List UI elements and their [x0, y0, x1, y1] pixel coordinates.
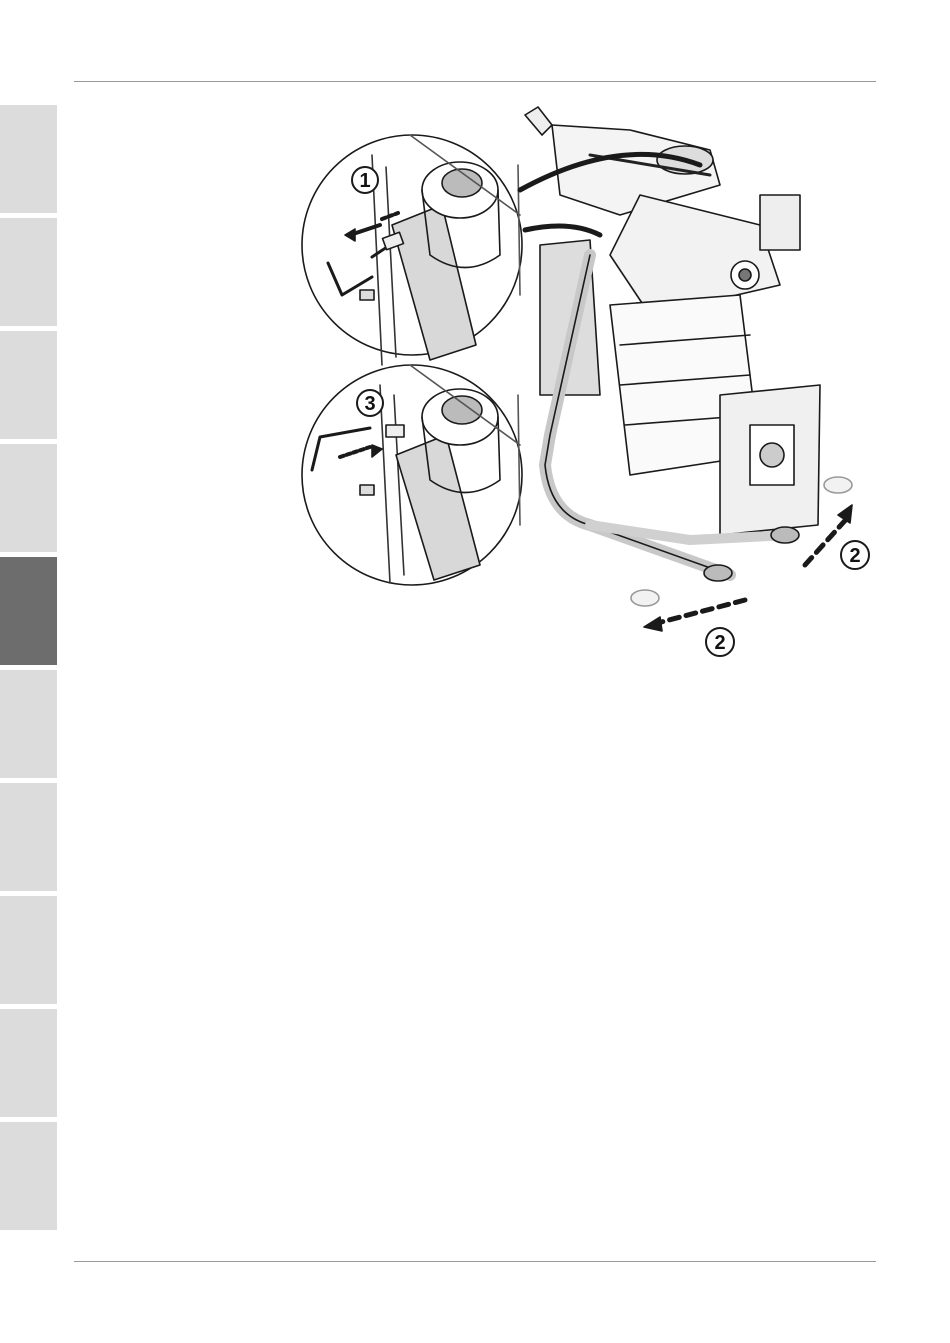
- chapter-tab-2[interactable]: [0, 218, 57, 326]
- detail-circle-step1: [302, 135, 522, 365]
- chapter-tab-4[interactable]: [0, 444, 57, 552]
- svg-text:2: 2: [849, 545, 860, 567]
- chapter-tab-8[interactable]: [0, 896, 57, 1004]
- callout-step2-right: 2: [841, 541, 869, 569]
- chapter-tab-1[interactable]: [0, 105, 57, 213]
- callout-step3: 3: [357, 390, 383, 416]
- footer-rule: [74, 1261, 876, 1262]
- chapter-tab-3[interactable]: [0, 331, 57, 439]
- assembly-drawing: 1 3 2 2: [290, 95, 890, 670]
- svg-text:1: 1: [359, 170, 370, 192]
- detail-circle-step3: [302, 365, 522, 585]
- svg-text:2: 2: [714, 632, 725, 654]
- callout-step1: 1: [352, 167, 378, 193]
- chapter-tab-6[interactable]: [0, 670, 57, 778]
- machine-body: [525, 107, 852, 606]
- header-rule: [74, 81, 876, 82]
- svg-text:3: 3: [364, 393, 375, 415]
- chapter-tab-10[interactable]: [0, 1122, 57, 1230]
- callout-step2-bottom: 2: [706, 628, 734, 656]
- chapter-tab-9[interactable]: [0, 1009, 57, 1117]
- assembly-illustration: 1 3 2 2: [290, 95, 890, 670]
- chapter-tab-7[interactable]: [0, 783, 57, 891]
- chapter-tab-5-active[interactable]: [0, 557, 57, 665]
- chapter-tabs: [0, 105, 57, 1235]
